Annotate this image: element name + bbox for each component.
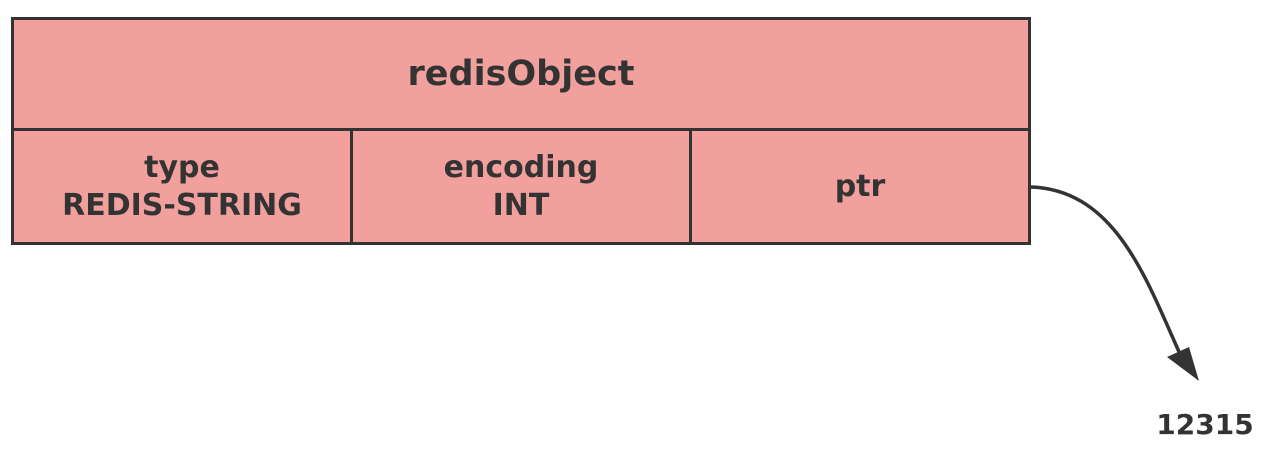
field-type-name: type	[144, 149, 220, 185]
pointer-target-value: 12315	[1156, 408, 1254, 441]
struct-title: redisObject	[14, 20, 1028, 131]
field-encoding-value: INT	[492, 187, 550, 223]
struct-fields: type REDIS-STRING encoding INT ptr	[14, 131, 1028, 242]
field-type-value: REDIS-STRING	[62, 187, 302, 223]
pointer-arrow-line	[1030, 185, 1187, 366]
field-encoding-name: encoding	[443, 149, 599, 185]
field-type: type REDIS-STRING	[14, 131, 350, 242]
field-ptr-name: ptr	[834, 168, 886, 204]
redis-object-struct: redisObject type REDIS-STRING encoding I…	[11, 17, 1031, 245]
pointer-arrowhead	[1167, 347, 1199, 381]
field-ptr: ptr	[689, 131, 1028, 242]
field-encoding: encoding INT	[350, 131, 689, 242]
